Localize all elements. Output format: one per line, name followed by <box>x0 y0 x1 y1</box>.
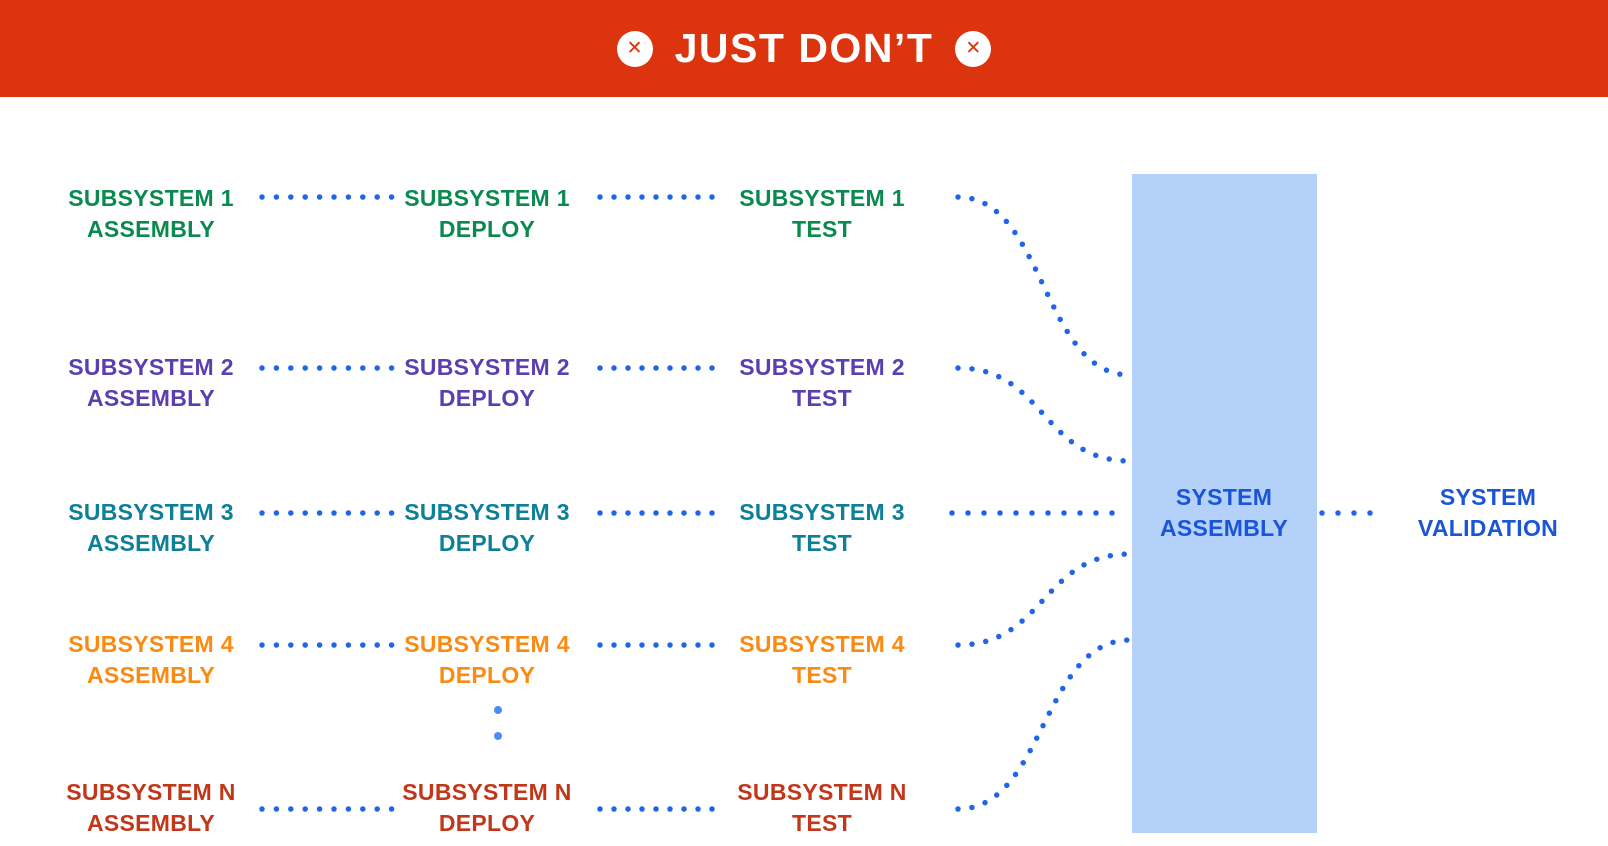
system-assembly-box <box>1132 174 1317 833</box>
subsystem-stage: TEST <box>792 810 852 836</box>
system-assembly-label: SYSTEM ASSEMBLY <box>1074 482 1374 544</box>
subsystem-name: SUBSYSTEM 1 <box>68 185 234 211</box>
subsystem-stage: TEST <box>792 530 852 556</box>
subsystem-name: SUBSYSTEM N <box>737 779 907 805</box>
subsystem-stage: TEST <box>792 662 852 688</box>
subsystem-name: SUBSYSTEM 4 <box>68 631 234 657</box>
subsystem-label: SUBSYSTEM 1 ASSEMBLY <box>21 183 281 245</box>
subsystem-name: SUBSYSTEM 3 <box>404 499 570 525</box>
subsystem-label: SUBSYSTEM 2 TEST <box>692 352 952 414</box>
subsystem-name: SUBSYSTEM 2 <box>404 354 570 380</box>
subsystem-name: SUBSYSTEM 3 <box>739 499 905 525</box>
subsystem-label: SUBSYSTEM 1 TEST <box>692 183 952 245</box>
subsystem-stage: DEPLOY <box>438 216 536 242</box>
subsystem-stage: DEPLOY <box>438 530 536 556</box>
subsystem-label: SUBSYSTEM 4 TEST <box>692 629 952 691</box>
subsystem-name: SUBSYSTEM 4 <box>739 631 905 657</box>
subsystem-label: SUBSYSTEM N DEPLOY <box>357 777 617 839</box>
subsystem-stage: TEST <box>792 216 852 242</box>
system-validation-line2: VALIDATION <box>1417 515 1559 541</box>
dotted-curve-test-systemassembly <box>955 194 1133 378</box>
subsystem-label: SUBSYSTEM 2 DEPLOY <box>357 352 617 414</box>
subsystem-label: SUBSYSTEM 4 ASSEMBLY <box>21 629 281 691</box>
system-validation-label: SYSTEM VALIDATION <box>1338 482 1608 544</box>
banner-title: JUST DON’T <box>674 25 934 71</box>
subsystem-label: SUBSYSTEM 1 DEPLOY <box>357 183 617 245</box>
subsystem-name: SUBSYSTEM 1 <box>739 185 905 211</box>
subsystem-stage: DEPLOY <box>438 385 536 411</box>
dotted-curve-test-systemassembly <box>955 365 1133 464</box>
subsystem-name: SUBSYSTEM N <box>402 779 572 805</box>
subsystem-stage: TEST <box>792 385 852 411</box>
subsystem-stage: ASSEMBLY <box>86 385 216 411</box>
subsystem-name: SUBSYSTEM N <box>66 779 236 805</box>
subsystem-name: SUBSYSTEM 4 <box>404 631 570 657</box>
x-circle-icon: ✕ <box>955 30 992 67</box>
subsystem-stage: ASSEMBLY <box>86 530 216 556</box>
dotted-curve-test-systemassembly <box>955 551 1133 648</box>
subsystem-label: SUBSYSTEM N ASSEMBLY <box>21 777 281 839</box>
dotted-curve-test-systemassembly <box>955 637 1133 812</box>
banner: ✕ JUST DON’T ✕ <box>0 0 1608 97</box>
system-assembly-line2: ASSEMBLY <box>1159 515 1289 541</box>
subsystem-stage: DEPLOY <box>438 662 536 688</box>
subsystem-label: SUBSYSTEM 3 TEST <box>692 497 952 559</box>
system-assembly-line1: SYSTEM <box>1175 484 1273 510</box>
subsystem-label: SUBSYSTEM 3 DEPLOY <box>357 497 617 559</box>
subsystem-label: SUBSYSTEM 2 ASSEMBLY <box>21 352 281 414</box>
system-validation-line1: SYSTEM <box>1439 484 1537 510</box>
subsystem-stage: DEPLOY <box>438 810 536 836</box>
subsystem-label: SUBSYSTEM N TEST <box>692 777 952 839</box>
subsystem-name: SUBSYSTEM 1 <box>404 185 570 211</box>
subsystem-label: SUBSYSTEM 3 ASSEMBLY <box>21 497 281 559</box>
subsystem-name: SUBSYSTEM 3 <box>68 499 234 525</box>
subsystem-label: SUBSYSTEM 4 DEPLOY <box>357 629 617 691</box>
subsystem-name: SUBSYSTEM 2 <box>739 354 905 380</box>
subsystem-stage: ASSEMBLY <box>86 216 216 242</box>
subsystem-stage: ASSEMBLY <box>86 810 216 836</box>
x-circle-icon: ✕ <box>616 30 653 67</box>
subsystem-name: SUBSYSTEM 2 <box>68 354 234 380</box>
subsystem-stage: ASSEMBLY <box>86 662 216 688</box>
